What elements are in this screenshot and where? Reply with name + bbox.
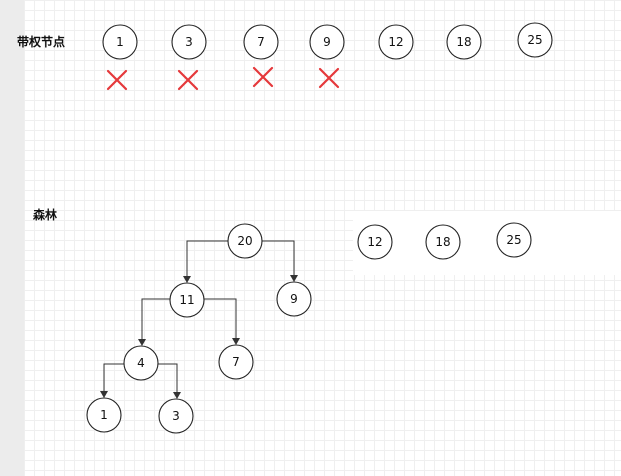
- svg-text:1: 1: [100, 408, 108, 422]
- weighted-node-3[interactable]: 3: [171, 24, 207, 60]
- svg-text:25: 25: [506, 233, 521, 247]
- forest-label: 森林: [33, 208, 58, 222]
- left-gutter: [0, 0, 24, 476]
- svg-text:3: 3: [172, 409, 180, 423]
- tree-node-9[interactable]: 9: [276, 281, 312, 317]
- edge-11-7: [204, 298, 237, 338]
- arrowhead-9: [290, 275, 298, 282]
- cross-mark-1: [106, 69, 128, 91]
- arrowhead-3: [173, 392, 181, 399]
- svg-text:20: 20: [237, 234, 252, 248]
- weighted-node-18[interactable]: 18: [446, 24, 482, 60]
- forest-node-12[interactable]: 12: [357, 224, 393, 260]
- forest-node-25[interactable]: 25: [496, 222, 532, 258]
- svg-text:18: 18: [435, 235, 450, 249]
- svg-text:7: 7: [232, 355, 240, 369]
- svg-text:1: 1: [116, 35, 124, 49]
- svg-text:4: 4: [137, 356, 145, 370]
- tree-node-3[interactable]: 3: [158, 398, 194, 434]
- edge-11-4: [141, 298, 170, 339]
- weighted-node-12[interactable]: 12: [378, 24, 414, 60]
- arrowhead-11: [183, 276, 191, 283]
- svg-text:3: 3: [185, 35, 193, 49]
- arrowhead-1: [100, 391, 108, 398]
- svg-text:18: 18: [456, 35, 471, 49]
- cross-mark-3: [177, 69, 199, 91]
- svg-text:12: 12: [388, 35, 403, 49]
- weighted-node-1[interactable]: 1: [102, 24, 138, 60]
- cross-mark-9: [318, 67, 340, 89]
- svg-text:7: 7: [257, 35, 265, 49]
- tree-node-11[interactable]: 11: [169, 282, 205, 318]
- tree-node-1[interactable]: 1: [86, 397, 122, 433]
- tree-node-20[interactable]: 20: [227, 223, 263, 259]
- edge-20-9: [262, 240, 295, 275]
- tree-node-4[interactable]: 4: [123, 345, 159, 381]
- tree-node-7[interactable]: 7: [218, 344, 254, 380]
- arrowhead-7: [232, 338, 240, 345]
- svg-text:9: 9: [290, 292, 298, 306]
- tree-edges: [100, 240, 298, 399]
- svg-text:12: 12: [367, 235, 382, 249]
- forest-node-18[interactable]: 18: [425, 224, 461, 260]
- weighted-node-7[interactable]: 7: [243, 24, 279, 60]
- svg-text:11: 11: [179, 293, 194, 307]
- weighted-node-25[interactable]: 25: [517, 22, 553, 58]
- arrowhead-4: [138, 339, 146, 346]
- edge-4-1: [103, 363, 124, 391]
- svg-text:9: 9: [323, 35, 331, 49]
- svg-text:25: 25: [527, 33, 542, 47]
- weighted-node-9[interactable]: 9: [309, 24, 345, 60]
- forest-singletons-panel: [353, 211, 621, 275]
- edge-20-11: [186, 240, 228, 276]
- weighted-nodes-label: 带权节点: [17, 35, 66, 49]
- cross-mark-7: [252, 66, 274, 88]
- edge-4-3: [158, 363, 178, 392]
